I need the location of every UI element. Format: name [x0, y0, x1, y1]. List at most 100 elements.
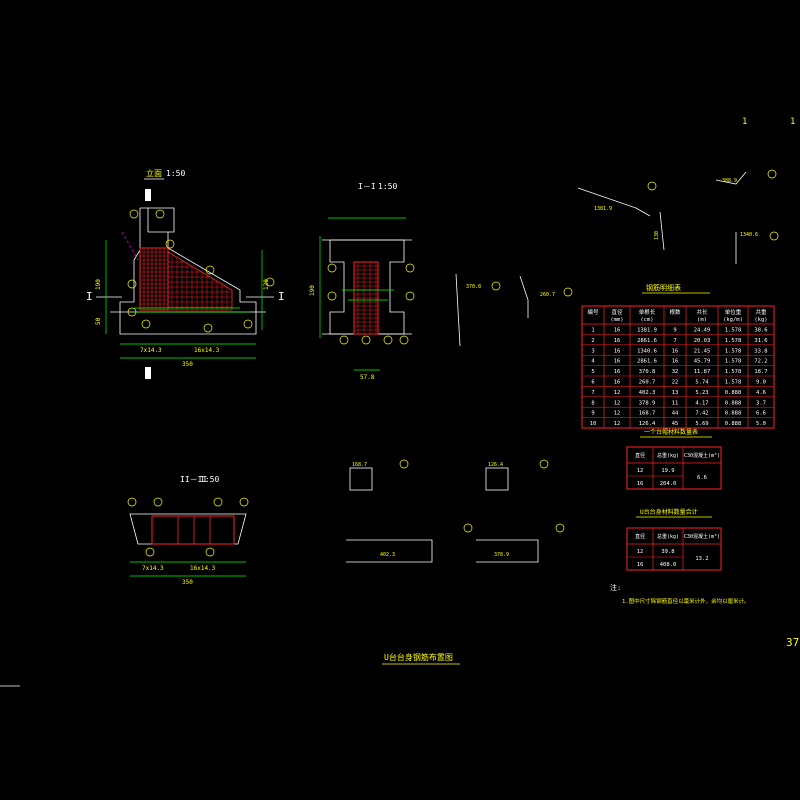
rebar-table-cell: 16	[672, 348, 679, 354]
rebar-table-cell: 5.74	[695, 380, 709, 386]
notes-label: 注:	[610, 583, 621, 592]
rebar-table-cell: 1	[591, 328, 594, 334]
section-2-outline	[129, 513, 247, 545]
section-1-callouts	[327, 263, 415, 345]
rebar-table-cell: 13	[672, 390, 679, 396]
notes-line-1: 1.图中尺寸除钢筋直径以毫米计外，余均以厘米计。	[622, 597, 750, 605]
section-1-view: I－I 1:50 190 57.8	[309, 182, 415, 381]
section-mark-right: I	[278, 290, 285, 303]
elevation-scale: 1:50	[166, 169, 185, 178]
rebar-table-cell: 3	[591, 348, 594, 354]
rebar-table-cell: 12	[614, 421, 621, 427]
rebar-table-cell: 45.79	[694, 359, 711, 365]
section-mark-left: I	[86, 290, 93, 303]
qty-table-cell: 16	[637, 481, 644, 487]
total-qty-title: U台台身材料数量合计	[640, 508, 698, 516]
rebar-table-cell: 1381.9	[637, 328, 657, 334]
rebar-table-cell: 0.888	[725, 400, 742, 406]
rebar-table-header: 直径	[611, 308, 623, 316]
section-1-title: I－I	[358, 182, 376, 191]
section-mark-top	[145, 189, 151, 201]
elevation-view: 立面 1:50 I I 190 50 120 7x14.3 16x14.3	[86, 168, 285, 379]
rebar-table-cell: 16	[614, 328, 621, 334]
rebar-table-cell: 3.7	[756, 400, 766, 406]
rebar-table-cell: 168.7	[639, 411, 656, 417]
rebar-shape-1-len: 1381.9	[594, 206, 612, 212]
rebar-table: 钢筋明细表 编号直径(mm)单根长(cm)根数共长(m)单位重(kg/m)共重(…	[581, 283, 775, 429]
rebar-shape-3-len: 1340.6	[740, 232, 758, 238]
rebar-table-title: 钢筋明细表	[646, 283, 681, 292]
rebar-shape-9-len: 126.4	[488, 462, 503, 468]
single-qty-title: 一个台帽材料数量表	[644, 428, 698, 436]
rebar-shape-7-len: 378.9	[494, 552, 509, 558]
qty-table-header: 总重(kg)	[657, 452, 679, 459]
rebar-table-cell: 16	[614, 338, 621, 344]
rebar-table-header: (cm)	[640, 317, 653, 323]
rebar-table-cell: 9	[673, 328, 676, 334]
rebar-table-cell: 24.49	[694, 328, 711, 334]
section-mark-bottom	[145, 367, 151, 379]
rebar-table-cell: 72.2	[754, 359, 767, 365]
rebar-table-cell: 1.578	[725, 338, 742, 344]
rebar-table-cell: 1.578	[725, 369, 742, 375]
rebar-table-cell: 8	[591, 400, 594, 406]
rebar-table-header: (kg/m)	[723, 317, 743, 323]
rebar-table-header: 单位重	[725, 308, 742, 316]
rebar-table-cell: 22	[672, 380, 679, 386]
page-mark-a: 1	[742, 117, 747, 127]
rebar-table-cell: 378.9	[639, 400, 656, 406]
rebar-table-header: 编号	[587, 308, 599, 316]
rebar-table-cell: 31.6	[754, 338, 767, 344]
rebar-table-cell: 2861.6	[637, 338, 657, 344]
rebar-table-cell: 45	[672, 421, 679, 427]
elev-bottom-b: 16x14.3	[194, 347, 220, 354]
section-2-title: II－II	[180, 475, 207, 484]
rebar-table-cell: 16	[614, 348, 621, 354]
rebar-table-cell: 7	[591, 390, 594, 396]
section-1-bottom: 57.8	[360, 374, 375, 381]
qty-table-header: 直径	[635, 533, 645, 540]
rebar-table-cell: 18.7	[754, 369, 767, 375]
rebar-table-header: 共重	[755, 308, 767, 316]
rebar-table-header: (mm)	[610, 317, 623, 323]
section-2-bottom-b: 16x14.3	[190, 565, 216, 572]
qty-table-cell: 408.0	[660, 562, 677, 568]
section-1-outline	[329, 239, 405, 335]
rebar-table-header: 单根长	[639, 308, 656, 316]
rebar-table-cell: 0.888	[725, 421, 742, 427]
rebar-table-header: (m)	[697, 317, 707, 323]
qty-table-header: 总重(kg)	[657, 533, 679, 540]
rebar-table-cell: 1340.6	[637, 348, 657, 354]
sheet-number: 37	[786, 636, 799, 649]
rebar-table-cell: 402.3	[639, 390, 656, 396]
rebar-shape-details: 1381.9 130 388.9 1340.6 370.8 260.7 168.…	[346, 169, 779, 563]
rebar-table-cell: 4.17	[695, 400, 708, 406]
rebar-table-cell: 16	[672, 359, 679, 365]
rebar-table-cell: 5.23	[695, 390, 708, 396]
section-2-rebar-cage	[151, 515, 235, 545]
elev-bottom-a: 7x14.3	[140, 347, 162, 354]
rebar-table-cell: 38.6	[754, 328, 767, 334]
rebar-table-cell: 16	[614, 359, 621, 365]
rebar-table-cell: 12	[614, 411, 621, 417]
section-2-view: II－II 1:50 7x14.3 16x14.3 350	[127, 475, 249, 586]
rebar-shape-4-len: 370.8	[466, 284, 481, 290]
rebar-table-cell: 44	[672, 411, 679, 417]
qty-table-header: C30混凝土(m³)	[684, 533, 720, 540]
section-1-height: 190	[309, 285, 316, 296]
qty-table-cell: 13.2	[695, 556, 708, 562]
rebar-table-cell: 370.8	[639, 369, 656, 375]
rebar-table-cell: 2	[591, 338, 594, 344]
rebar-table-cell: 126.4	[639, 421, 656, 427]
section-2-total: 350	[182, 579, 193, 586]
qty-table-cell: 12	[637, 468, 644, 474]
rebar-table-cell: 260.7	[639, 380, 656, 386]
qty-table-cell: 39.8	[661, 549, 674, 555]
elev-left-height: 190	[95, 279, 102, 290]
qty-table-cell: 16	[637, 562, 644, 568]
rebar-table-cell: 2861.6	[637, 359, 657, 365]
rebar-shape-8-len: 168.7	[352, 462, 367, 468]
rebar-table-cell: 6	[591, 380, 594, 386]
rebar-table-cell: 5.0	[756, 421, 766, 427]
